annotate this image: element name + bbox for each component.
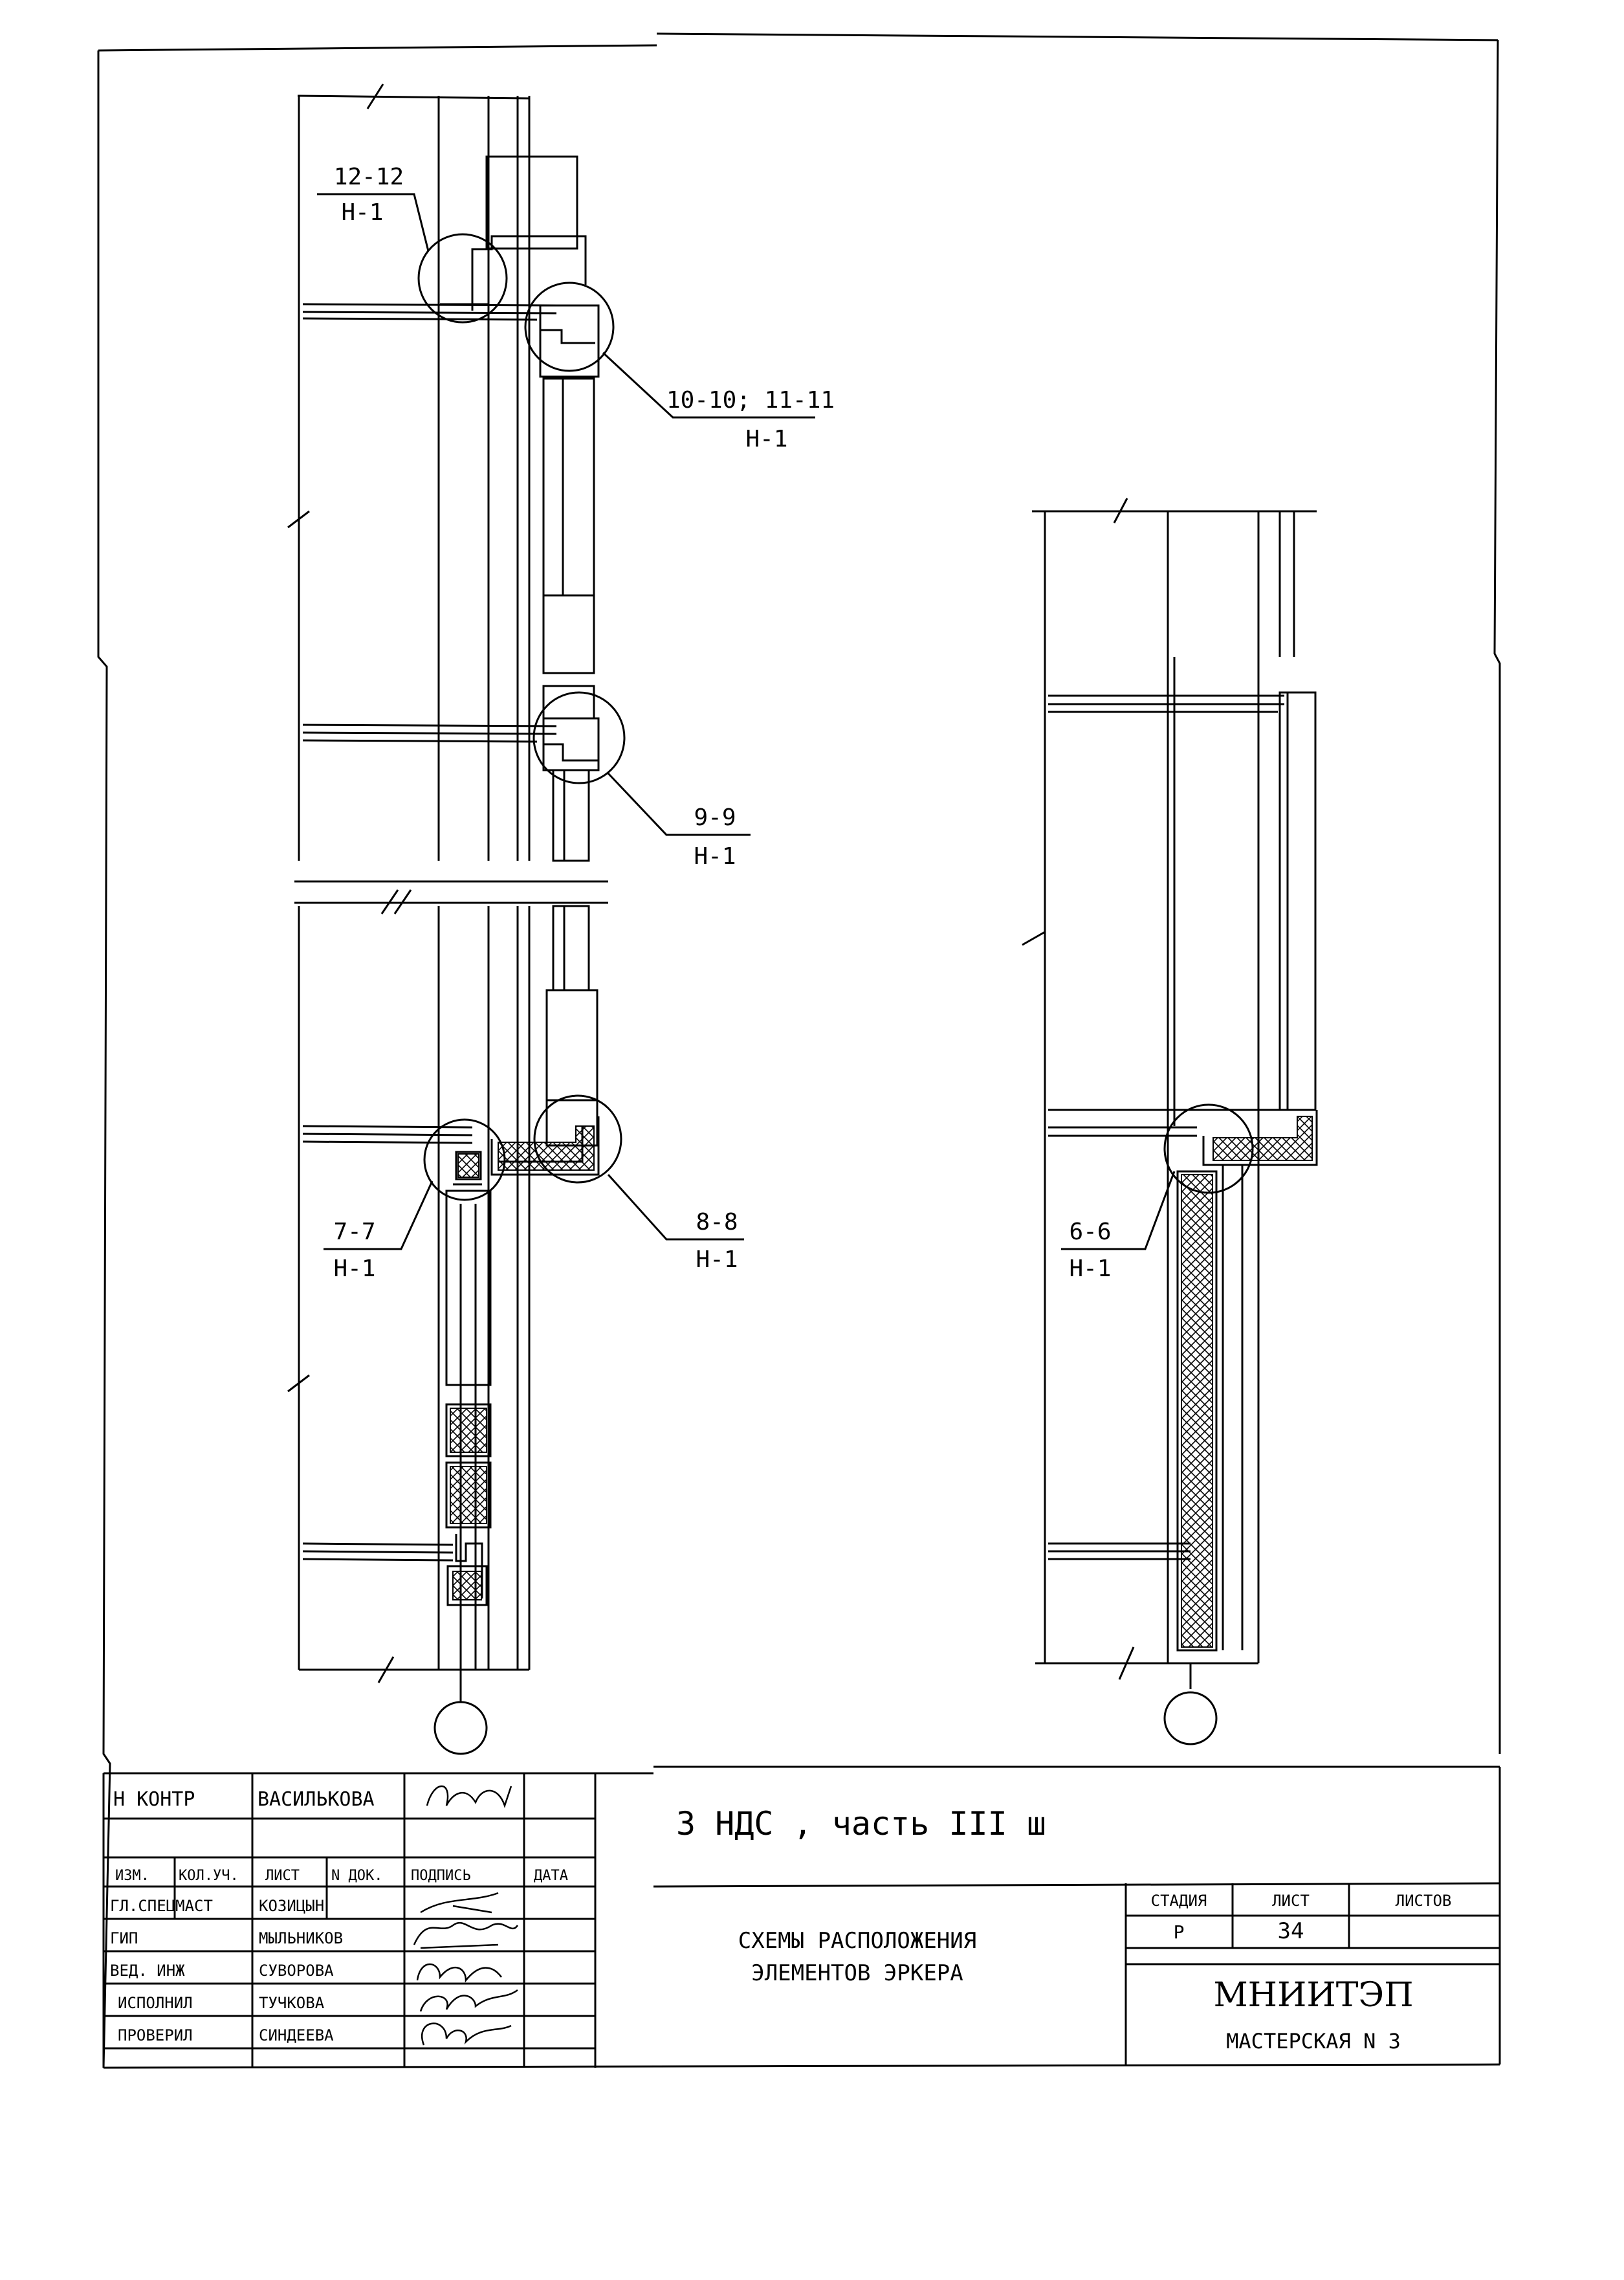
norm-control-name: ВАСИЛЬКОВА — [258, 1788, 375, 1811]
leader-12-12 — [317, 193, 430, 252]
leader-10-10 — [602, 351, 815, 419]
callout-6-6-sheet: Н-1 — [1069, 1256, 1111, 1282]
drawing-title-line2: ЭЛЕМЕНТОВ ЭРКЕРА — [751, 1960, 963, 1986]
title-block-text: Н КОНТР ВАСИЛЬКОВА ИЗМ. КОЛ.УЧ. ЛИСТ N Д… — [110, 1788, 1451, 2053]
header-podpis: ПОДПИСЬ — [411, 1868, 471, 1884]
stage-value: Р — [1174, 1921, 1185, 1943]
staff-name-2: МЫЛЬНИКОВ — [259, 1929, 343, 1947]
axis-bubble — [1163, 1691, 1218, 1745]
staff-role-4: ИСПОЛНИЛ — [118, 1994, 193, 2012]
staff-role-3: ВЕД. ИНЖ — [110, 1962, 185, 1980]
staff-role-2: ГИП — [110, 1929, 138, 1947]
detail-circle-10-10 — [524, 282, 615, 372]
detail-circle-6-6 — [1163, 1103, 1254, 1194]
signature-tuchkova — [419, 1989, 518, 2012]
staff-name-5: СИНДЕЕВА — [259, 2026, 334, 2044]
left-elevation — [287, 83, 608, 1755]
axis-bubble — [433, 1701, 488, 1755]
detail-circle-12-12 — [417, 233, 508, 324]
break-mark — [1118, 1646, 1135, 1680]
signature-sindeeva — [421, 2022, 512, 2046]
leader-8-8 — [607, 1173, 744, 1241]
signature-kozitsyn — [420, 1892, 499, 1914]
callout-labels: 12-12 Н-1 10-10; 11-11 Н-1 9-9 Н-1 7-7 Н… — [333, 164, 1111, 1282]
stage-label: СТАДИЯ — [1151, 1892, 1207, 1910]
header-izm: ИЗМ. — [115, 1868, 149, 1884]
callout-9-9-section: 9-9 — [694, 804, 736, 831]
staff-role-1: ГЛ.СПЕЦМАСТ — [110, 1897, 213, 1915]
callout-12-12-sheet: Н-1 — [341, 199, 383, 226]
sheet-frame — [97, 32, 1501, 2068]
header-data: ДАТА — [534, 1868, 568, 1884]
drawing-title-line1: СХЕМЫ РАСПОЛОЖЕНИЯ — [738, 1928, 976, 1954]
staff-name-1: КОЗИЦЫН — [259, 1897, 324, 1915]
callout-12-12-section: 12-12 — [334, 164, 404, 190]
signature-mylnikov — [413, 1921, 519, 1949]
detail-circle-9-9 — [532, 691, 626, 784]
signature-suvorova — [416, 1963, 502, 1983]
left-insulation-hatch — [450, 1125, 595, 1600]
title-block — [102, 1765, 1501, 2069]
break-mark — [1022, 931, 1046, 946]
project-title: 3 НДС , часть III ш — [676, 1805, 1046, 1843]
signature-vasilkova — [426, 1785, 512, 1808]
break-mark — [366, 83, 384, 109]
break-mark — [380, 889, 399, 914]
right-insulation-hatch — [1181, 1116, 1313, 1648]
staff-role-5: ПРОВЕРИЛ — [118, 2026, 193, 2044]
detail-circle-7-7 — [423, 1118, 506, 1201]
sheet-label: ЛИСТ — [1272, 1892, 1310, 1910]
callout-10-10-sheet: Н-1 — [745, 426, 787, 452]
staff-name-4: ТУЧКОВА — [259, 1994, 325, 2012]
header-n-dok: N ДОК. — [331, 1868, 382, 1884]
detail-circle-8-8 — [533, 1094, 622, 1184]
header-kol-uch: КОЛ.УЧ. — [179, 1868, 239, 1884]
workshop-name: МАСТЕРСКАЯ N 3 — [1226, 2029, 1401, 2053]
header-list: ЛИСТ — [265, 1868, 300, 1884]
right-elevation — [1022, 498, 1318, 1745]
break-mark — [287, 1374, 310, 1393]
callout-6-6-section: 6-6 — [1069, 1219, 1111, 1245]
sheet-value: 34 — [1278, 1918, 1304, 1944]
callout-7-7-sheet: Н-1 — [333, 1256, 375, 1282]
callout-8-8-sheet: Н-1 — [696, 1246, 738, 1273]
callout-8-8-section: 8-8 — [696, 1209, 738, 1235]
break-mark — [287, 510, 310, 529]
detail-markers — [317, 193, 1254, 1250]
callout-9-9-sheet: Н-1 — [694, 843, 736, 870]
signatures — [413, 1785, 519, 2046]
callout-10-10-section: 10-10; 11-11 — [666, 387, 835, 414]
norm-control-role: Н КОНТР — [113, 1788, 195, 1811]
callout-7-7-section: 7-7 — [333, 1219, 375, 1245]
break-mark — [393, 889, 412, 914]
leader-6-6 — [1061, 1171, 1176, 1250]
break-mark — [377, 1656, 395, 1683]
sheets-label: ЛИСТОВ — [1396, 1892, 1452, 1910]
staff-name-3: СУВОРОВА — [259, 1962, 334, 1980]
leader-7-7 — [324, 1180, 433, 1250]
leader-9-9 — [607, 772, 751, 836]
organization-name: МНИИТЭП — [1213, 1976, 1413, 2015]
